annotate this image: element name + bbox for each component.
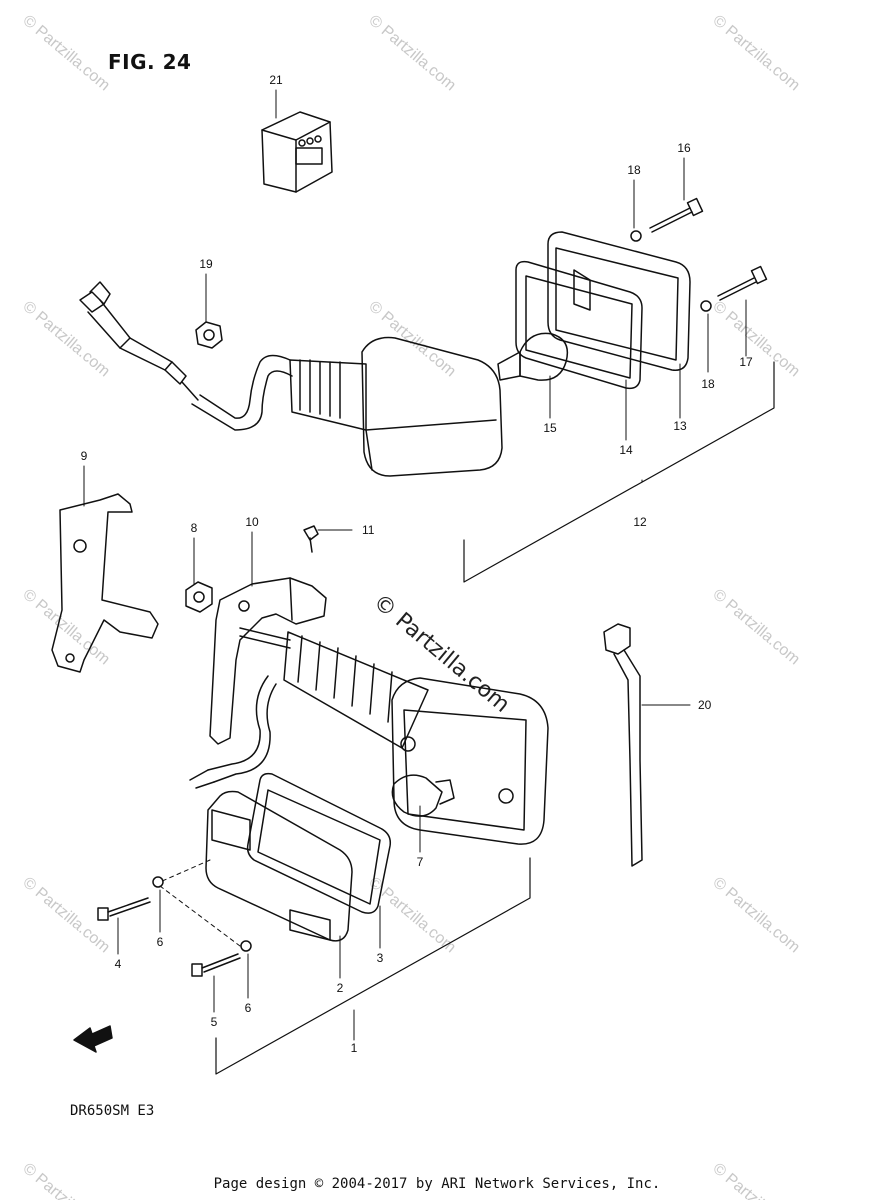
rear-lens bbox=[547, 231, 691, 371]
callout-13: 13 bbox=[673, 419, 687, 433]
watermark: © Partzilla.com bbox=[709, 298, 803, 380]
watermark: © Partzilla.com bbox=[19, 12, 113, 94]
watermark: © Partzilla.com bbox=[19, 298, 113, 380]
rear-bulb bbox=[497, 332, 569, 381]
cable-tie bbox=[603, 623, 643, 867]
front-screw-lower bbox=[191, 953, 241, 977]
callout-17: 17 bbox=[739, 355, 753, 369]
footer-copyright: Page design © 2004-2017 by ARI Network S… bbox=[213, 1176, 661, 1192]
callout-18: 18 bbox=[627, 163, 641, 177]
watermark: © Partzilla.com bbox=[365, 12, 459, 94]
rear-screw-right bbox=[717, 265, 768, 301]
callout-14: 14 bbox=[619, 443, 633, 457]
leader-lines bbox=[83, 89, 747, 1041]
forward-arrow-icon bbox=[73, 1025, 113, 1053]
callouts: 21 19 18 16 17 18 13 14 15 12 9 8 10 11 … bbox=[81, 73, 753, 1055]
turn-signal-housing-lower bbox=[189, 627, 549, 845]
callout-6: 6 bbox=[157, 935, 164, 949]
watermark: © Partzilla.com bbox=[709, 12, 803, 94]
washer bbox=[240, 940, 252, 952]
callout-16: 16 bbox=[677, 141, 691, 155]
nut bbox=[195, 321, 223, 349]
figure-title: FIG. 24 bbox=[108, 50, 192, 74]
mounting-bracket bbox=[209, 577, 327, 745]
callout-8: 8 bbox=[191, 521, 198, 535]
model-code: DR650SM E3 bbox=[70, 1103, 155, 1119]
callout-15: 15 bbox=[543, 421, 557, 435]
bracket bbox=[51, 493, 159, 673]
watermark: © Partzilla.com bbox=[365, 874, 459, 956]
watermark: © Partzilla.com bbox=[709, 874, 803, 956]
washer bbox=[152, 876, 164, 888]
watermark: © Partzilla.com bbox=[19, 874, 113, 956]
front-screw-upper bbox=[97, 897, 151, 921]
rear-gasket bbox=[515, 260, 643, 390]
washer bbox=[700, 300, 712, 312]
callout-10: 10 bbox=[245, 515, 259, 529]
assembly-group-lines bbox=[215, 361, 775, 1075]
callout-9: 9 bbox=[81, 449, 88, 463]
callout-18: 18 bbox=[701, 377, 715, 391]
callout-7: 7 bbox=[417, 855, 424, 869]
watermark: © Partzilla.com bbox=[709, 586, 803, 668]
callout-12: 12 bbox=[633, 515, 647, 529]
callout-4: 4 bbox=[115, 957, 122, 971]
callout-2: 2 bbox=[337, 981, 344, 995]
callout-19: 19 bbox=[199, 257, 213, 271]
screw bbox=[303, 525, 319, 553]
callout-3: 3 bbox=[377, 951, 384, 965]
callout-6: 6 bbox=[245, 1001, 252, 1015]
callout-21: 21 bbox=[269, 73, 283, 87]
rear-screw-upper bbox=[649, 197, 704, 233]
turn-signal-housing-upper bbox=[79, 281, 503, 477]
washer bbox=[630, 230, 642, 242]
flasher-relay bbox=[261, 111, 333, 193]
callout-1: 1 bbox=[351, 1041, 358, 1055]
nut bbox=[185, 581, 213, 613]
front-lens bbox=[205, 790, 353, 942]
callout-20: 20 bbox=[698, 698, 712, 712]
front-bulb bbox=[391, 774, 455, 817]
callout-5: 5 bbox=[211, 1015, 218, 1029]
watermarks: © Partzilla.com © Partzilla.com © Partzi… bbox=[19, 12, 803, 1200]
front-gasket bbox=[246, 772, 392, 914]
callout-11: 11 bbox=[362, 523, 375, 537]
